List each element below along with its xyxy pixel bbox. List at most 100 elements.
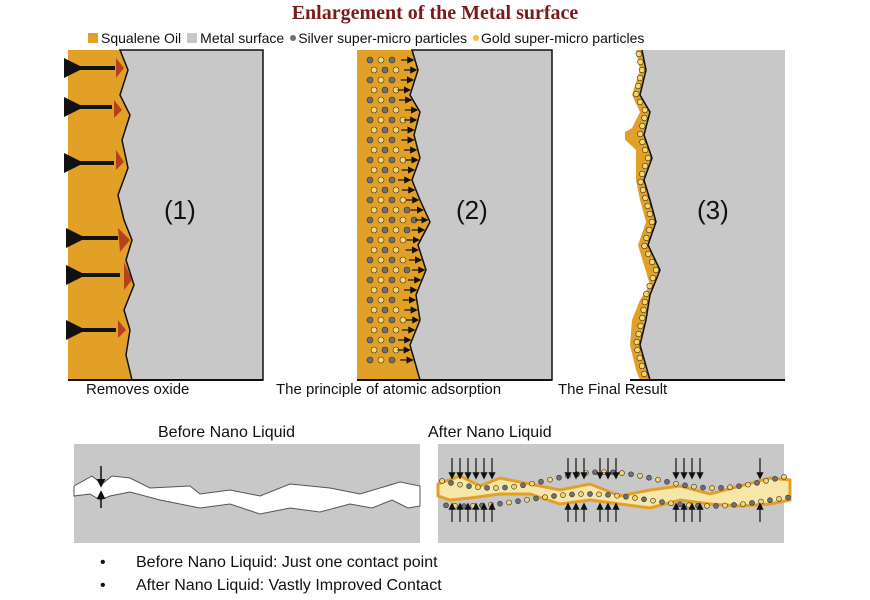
particle: [641, 106, 648, 114]
particle: [366, 236, 374, 244]
particle: [370, 146, 378, 154]
particle: [639, 138, 646, 146]
particle: [461, 503, 467, 509]
particle: [637, 98, 644, 106]
particle: [722, 502, 728, 509]
particle: [587, 491, 593, 497]
particle: [403, 226, 411, 234]
particle: [366, 256, 374, 264]
particle: [392, 126, 400, 134]
bullet-list: • Before Nano Liquid: Just one contact p…: [100, 551, 442, 597]
legend-label: Squalene Oil: [101, 30, 182, 46]
particle: [403, 266, 411, 274]
panel-2: [357, 49, 553, 381]
particle: [605, 492, 611, 498]
particle: [638, 362, 646, 370]
particle: [538, 478, 544, 485]
particle: [466, 483, 472, 489]
particle: [370, 186, 378, 194]
particle: [691, 483, 697, 490]
panel-1-caption: Removes oxide: [86, 381, 190, 398]
particle: [785, 494, 791, 501]
panel-3-number: (3): [697, 195, 729, 225]
particle: [754, 480, 760, 486]
panel-3-caption: The Final Result: [558, 381, 668, 398]
particle: [392, 226, 400, 234]
particle: [370, 266, 378, 274]
particle: [740, 501, 746, 507]
particle: [700, 484, 706, 491]
particle: [388, 216, 396, 224]
particle: [381, 146, 389, 154]
particle: [392, 306, 400, 314]
particle: [388, 296, 396, 304]
oil-swatch: [88, 33, 98, 43]
particle: [569, 491, 575, 498]
particle: [646, 226, 653, 234]
particle: [377, 256, 385, 264]
particle: [640, 306, 647, 314]
particle: [388, 196, 396, 204]
list-item: • After Nano Liquid: Vastly Improved Con…: [100, 574, 442, 597]
legend-item-metal: Metal surface: [187, 30, 284, 46]
particle: [642, 146, 649, 154]
particle: [388, 176, 396, 184]
particle: [648, 218, 656, 226]
particle: [366, 116, 374, 124]
particle: [370, 326, 378, 334]
particles-adsorbing: [366, 56, 429, 364]
particle: [388, 116, 396, 124]
particle: [524, 497, 530, 503]
oxide-patches: [114, 58, 132, 338]
particle: [392, 186, 400, 194]
particle: [628, 471, 634, 478]
particle: [506, 499, 512, 506]
particle: [388, 336, 396, 344]
particle: [381, 246, 389, 254]
particle: [556, 474, 562, 481]
particle: [635, 50, 642, 58]
particle: [641, 162, 649, 170]
bullet-text: After Nano Liquid: Vastly Improved Conta…: [136, 576, 442, 594]
particle: [366, 76, 374, 84]
particle: [649, 258, 656, 266]
legend-item-gold: Gold super-micro particles: [473, 30, 644, 46]
contact-arrows: [448, 458, 764, 522]
particle: [388, 136, 396, 144]
particle: [366, 276, 374, 284]
particle: [641, 370, 648, 378]
silver-dot-icon: [290, 35, 297, 41]
particle: [686, 502, 692, 508]
particle: [646, 474, 652, 481]
particle: [381, 326, 389, 334]
particle: [370, 126, 378, 134]
particle: [452, 503, 458, 509]
particle: [381, 346, 389, 354]
particle: [381, 126, 389, 134]
particle: [399, 196, 407, 204]
particle: [614, 492, 620, 499]
particle: [392, 146, 400, 154]
particle: [399, 236, 407, 244]
particle: [636, 354, 643, 362]
particle: [749, 500, 755, 506]
particle: [370, 306, 378, 314]
particle: [381, 306, 389, 314]
particle: [392, 66, 400, 74]
particle: [399, 156, 407, 164]
particle: [637, 178, 644, 186]
panel-3: [600, 49, 785, 381]
legend-item-oil: Squalene Oil: [88, 30, 181, 46]
particle: [639, 122, 646, 130]
particle: [392, 286, 400, 294]
particle: [529, 480, 535, 487]
particle: [511, 483, 517, 490]
particle: [758, 498, 764, 505]
particle: [668, 500, 674, 507]
gold-dot-icon: [473, 35, 480, 41]
particle: [377, 316, 385, 324]
particle: [497, 500, 503, 507]
particle: [388, 56, 396, 64]
particle: [381, 266, 389, 274]
